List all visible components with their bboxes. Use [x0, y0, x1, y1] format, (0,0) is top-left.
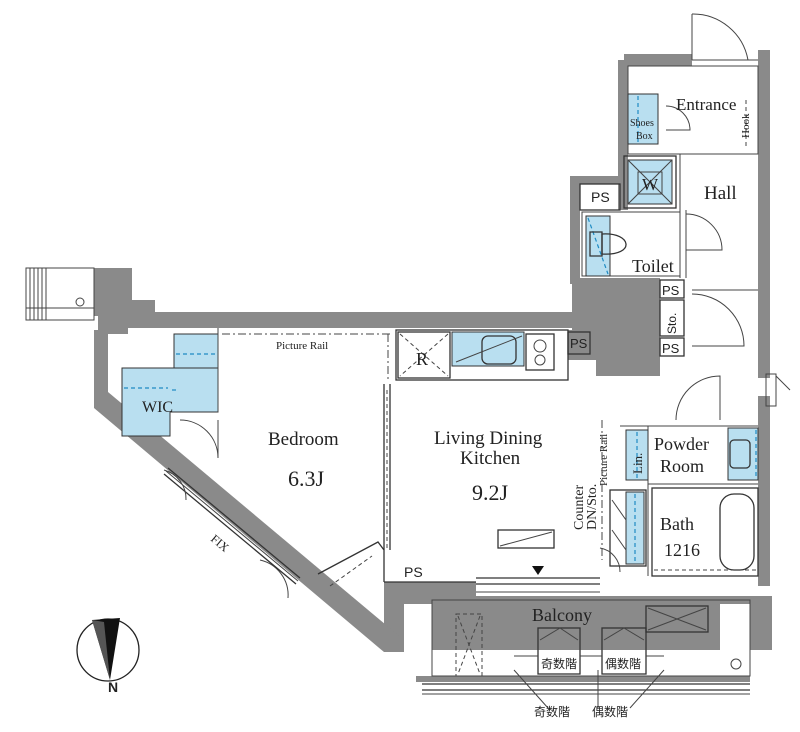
walls: [94, 50, 772, 682]
ps-label-b: PS: [662, 341, 680, 356]
powder-label-2: Room: [660, 456, 704, 476]
ps-box-toilet: [579, 183, 621, 211]
core-column: [568, 278, 660, 376]
picture-rail-top-label: Picture Rail: [276, 340, 328, 352]
ps-box-b: [659, 337, 685, 357]
outdoor-unit: [645, 605, 709, 633]
sink-icon: [481, 335, 517, 365]
wic-room: [121, 328, 219, 459]
counter-door-swing: [599, 547, 621, 573]
toilet-left-wall: [570, 176, 580, 284]
shoebox-door-swing: [665, 105, 691, 131]
fix-label: FIX: [208, 532, 232, 555]
diagonal-wall: [94, 392, 404, 652]
bath-size: 1216: [664, 540, 700, 560]
sto-box: [659, 299, 685, 337]
dn-sto-cabinet: [609, 489, 647, 567]
top-wall: [128, 312, 576, 328]
balcony-window: [476, 577, 600, 593]
left-column: [94, 268, 155, 334]
sto-label: Sto.: [665, 313, 679, 334]
ps-box-kitchen: [567, 331, 591, 355]
hall-label: Hall: [704, 183, 737, 204]
balcony-floor: [431, 599, 751, 677]
entrance-door-swing: [691, 13, 749, 61]
toilet-room: [581, 211, 681, 277]
odd-floor-hatch-label: 奇数階: [541, 656, 577, 671]
shoes-label: Shoes: [630, 118, 654, 129]
ps-label-bottom: PS: [404, 564, 423, 580]
toilet-bowl-icon: [601, 233, 627, 255]
bottom-wall: [384, 582, 772, 650]
box-label: Box: [636, 131, 653, 142]
ps-label-toilet: PS: [591, 189, 610, 205]
hatch-odd: [537, 627, 581, 675]
shoes-box: [627, 93, 659, 145]
stove-icon: [525, 333, 555, 371]
ldk-size: 9.2J: [472, 480, 509, 505]
vanity: [727, 427, 759, 481]
washer-area: [623, 155, 677, 209]
even-floor-note: 偶数階: [592, 704, 628, 719]
bedroom-door-swing: [259, 559, 289, 599]
balcony-railing: [422, 683, 750, 695]
entrance-left-wall: [618, 60, 628, 210]
fix-window: [163, 467, 301, 585]
toilet-door-swing: [685, 213, 723, 251]
wic-label: WIC: [142, 399, 173, 416]
odd-floor-note: 奇数階: [534, 704, 570, 719]
picture-rail-side-label: Picture Rail: [598, 434, 610, 486]
entrance-area: [627, 13, 759, 155]
ps-label-a: PS: [662, 283, 680, 298]
even-floor-hatch-label: 偶数階: [605, 656, 641, 671]
left-outer-wall: [94, 330, 108, 392]
balcony-label: Balcony: [532, 605, 592, 625]
ldk-label-line2: Kitchen: [460, 448, 521, 469]
ldk-label-line1: Living Dining: [434, 428, 543, 449]
right-wall-upper: [758, 50, 770, 378]
arrow-down-icon: [532, 566, 544, 575]
bath-room: [651, 487, 759, 577]
powder-label-1: Powder: [654, 434, 709, 454]
fridge-space: [397, 331, 451, 379]
wic-door-swing: [179, 419, 219, 459]
ps-label-kitchen: PS: [570, 336, 588, 351]
hall-door-swing: [691, 293, 745, 347]
balcony-hatch-left: [455, 613, 483, 677]
ps-top-wall: [570, 176, 622, 184]
ps-box-a: [659, 279, 685, 299]
hook-label: Hook: [740, 113, 752, 138]
powder-door-swing: [675, 375, 721, 421]
compass-n-label: N: [108, 679, 118, 695]
counter-label: Counter: [572, 485, 587, 530]
dn-sto-label: DN/Sto.: [585, 484, 600, 530]
compass: [76, 618, 140, 682]
stair-stub: [25, 267, 95, 321]
lin-label: Lin.: [630, 453, 645, 474]
diagonal-door-swing: [163, 469, 187, 501]
kitchen-counter: [395, 329, 569, 381]
entrance-top-wall: [624, 54, 692, 66]
floor-hatch: [497, 529, 555, 549]
balcony-edge: [416, 676, 750, 682]
toilet-label: Toilet: [632, 256, 674, 276]
fridge-label: R: [416, 349, 428, 369]
bathtub-icon: [719, 493, 755, 571]
bedroom-label: Bedroom: [268, 429, 339, 450]
bedroom-size: 6.3J: [288, 466, 325, 491]
bath-label: Bath: [660, 514, 694, 534]
entrance-label: Entrance: [676, 95, 736, 114]
right-wall-lower: [758, 396, 770, 586]
washbasin-icon: [729, 439, 751, 469]
washer-label: W: [642, 175, 659, 194]
